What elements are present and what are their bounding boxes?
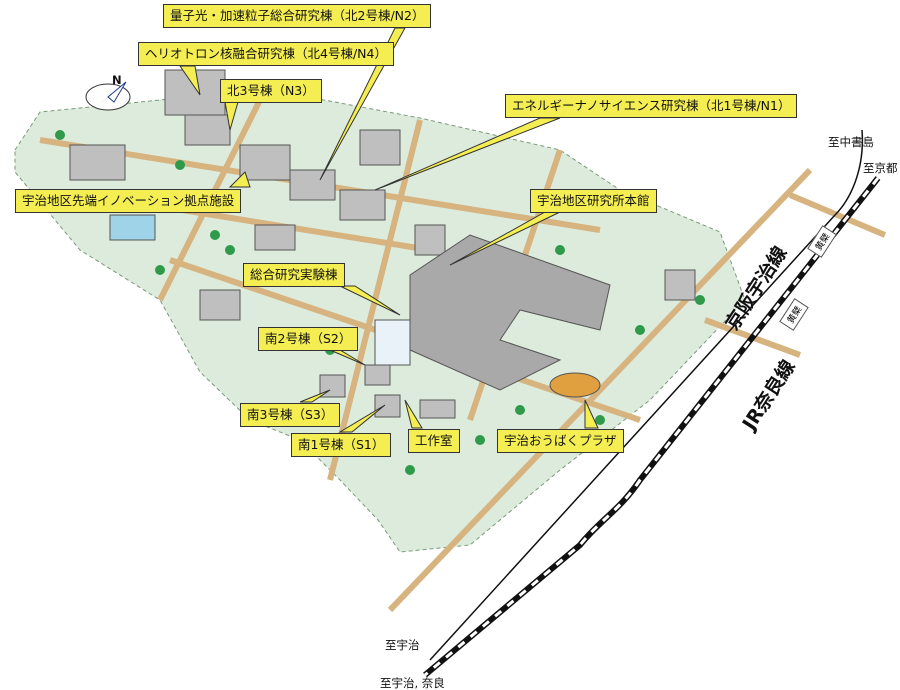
label-plaza[interactable]: 宇治おうばくプラザ	[497, 429, 624, 453]
compass-north-label: N	[112, 73, 122, 87]
keihan-line	[429, 129, 864, 661]
label-s2[interactable]: 南2号棟（S2）	[258, 327, 359, 351]
direction-chushojima: 至中書島	[828, 135, 874, 149]
label-general-lab[interactable]: 総合研究実験棟	[243, 263, 345, 287]
label-n3[interactable]: 北3号棟（N3）	[220, 79, 322, 103]
label-n2[interactable]: 量子光・加速粒子総合研究棟（北2号棟/N2）	[163, 4, 432, 28]
label-workshop[interactable]: 工作室	[408, 429, 460, 453]
compass-rose	[85, 81, 131, 111]
label-innovation[interactable]: 宇治地区先端イノベーション拠点施設	[15, 189, 242, 213]
label-s1[interactable]: 南1号棟（S1）	[291, 433, 392, 457]
label-main-building[interactable]: 宇治地区研究所本館	[530, 189, 657, 213]
direction-uji-nara: 至宇治, 奈良	[380, 676, 445, 690]
label-n1[interactable]: エネルギーナノサイエンス研究棟（北1号棟/N1）	[505, 94, 798, 118]
direction-uji: 至宇治	[385, 638, 420, 652]
trees	[55, 130, 705, 475]
direction-kyoto: 至京都	[863, 161, 898, 175]
label-n4[interactable]: ヘリオトロン核融合研究棟（北4号棟/N4）	[138, 42, 394, 66]
label-s3[interactable]: 南3号棟（S3）	[240, 403, 341, 427]
buildings	[69, 69, 696, 419]
